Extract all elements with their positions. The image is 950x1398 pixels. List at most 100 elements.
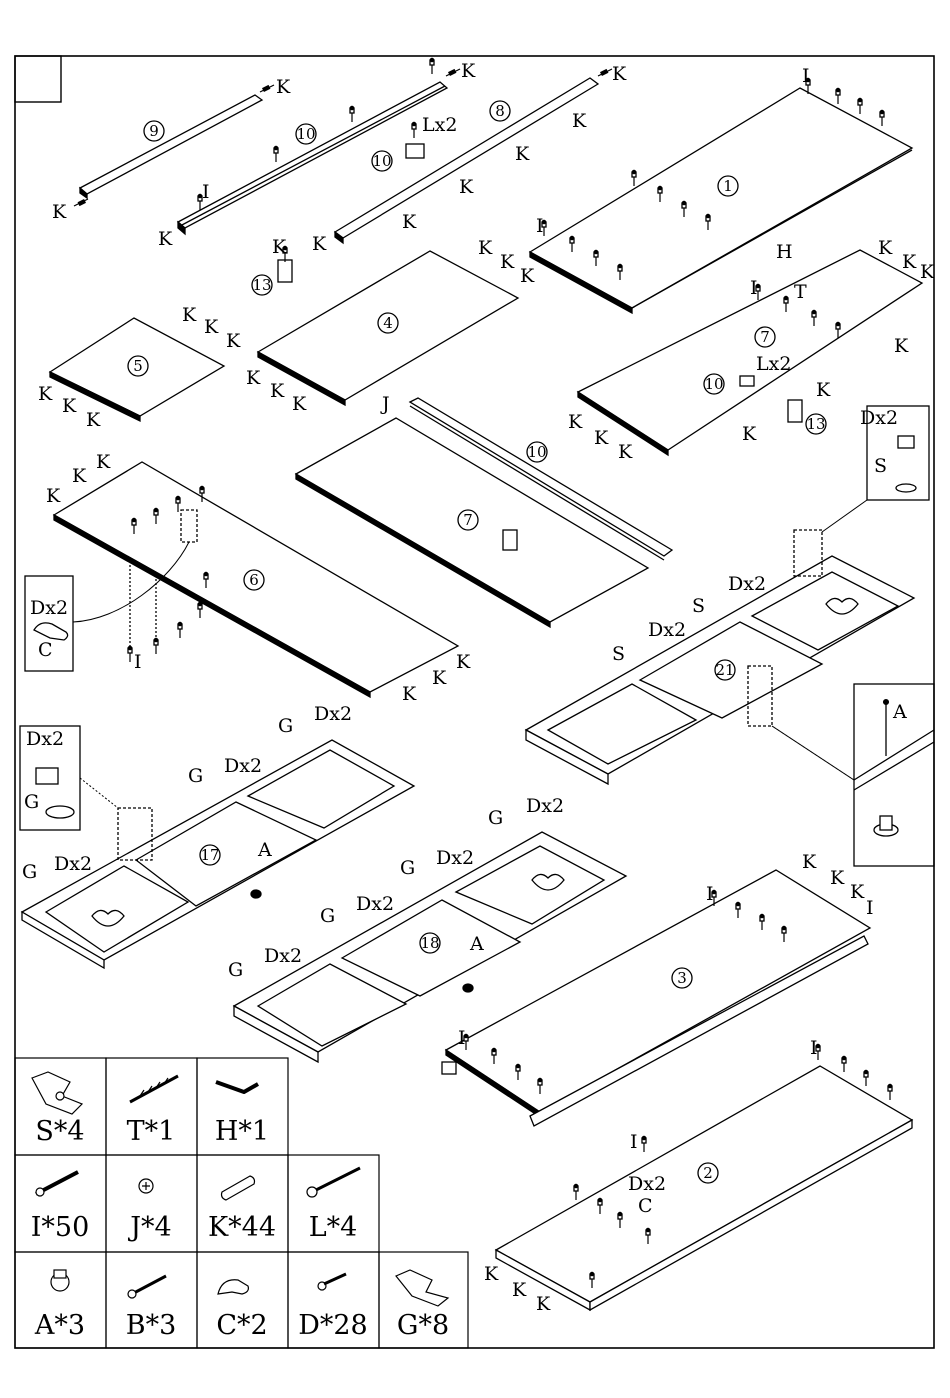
wood-dowel-icon — [220, 1175, 256, 1201]
callout-i: I — [202, 181, 210, 203]
part-number-21: 21 — [715, 661, 734, 679]
part-21-door-frame: 21 S Dx2 S Dx2 — [524, 529, 916, 786]
part-number-3: 3 — [677, 969, 687, 987]
screw-icon — [127, 1274, 167, 1299]
callout-k: K — [512, 1279, 527, 1301]
callout-a: A — [469, 933, 484, 955]
part-10-rail-top: 10 I K K — [158, 57, 476, 250]
callout-dx2: Dx2 — [224, 755, 262, 777]
part-9-rail: 9 K K — [52, 76, 291, 223]
callout-lx2: Lx2 — [422, 114, 457, 136]
callout-k: K — [292, 393, 307, 415]
screw-icon — [129, 1074, 179, 1104]
callout-dx2: Dx2 — [54, 853, 92, 875]
callout-i: I — [134, 651, 142, 673]
cam-lock-icon — [138, 1178, 154, 1194]
callout-k: K — [536, 1293, 551, 1315]
hinge-s-detail-box: Dx2 S — [821, 405, 930, 533]
part-number-7: 7 — [463, 511, 473, 529]
part-1-top-panel: 1 I I — [528, 65, 914, 315]
part-number-13: 13 — [252, 276, 271, 294]
callout-k: K — [226, 330, 241, 352]
hardware-qty-l: L*4 — [309, 1212, 358, 1243]
callout-k: K — [500, 251, 515, 273]
clip-detail-box: Dx2 C — [24, 509, 198, 672]
callout-dx2: Dx2 — [628, 1173, 666, 1195]
callout-k: K — [52, 201, 67, 223]
callout-k: K — [96, 451, 111, 473]
callout-k: K — [72, 465, 87, 487]
callout-h: H — [776, 241, 793, 263]
cam-bolt-icon — [35, 1170, 79, 1197]
hardware-qty-j: J*4 — [127, 1212, 172, 1243]
callout-dx2: Dx2 — [728, 573, 766, 595]
part-8-rail: 8 K K K K K K 10 Lx2 — [312, 63, 627, 255]
foot-a-detail-box: A — [771, 683, 935, 867]
hardware-qty-c: C*2 — [216, 1310, 267, 1341]
step-number-box — [14, 55, 62, 103]
part-number-9: 9 — [149, 122, 159, 140]
callout-k: K — [878, 237, 893, 259]
callout-k: K — [402, 683, 417, 705]
callout-dx2: Dx2 — [264, 945, 302, 967]
callout-dx2: Dx2 — [648, 619, 686, 641]
callout-k: K — [850, 881, 865, 903]
hardware-qty-t: T*1 — [127, 1116, 176, 1147]
callout-k: K — [459, 176, 474, 198]
part-number-6: 6 — [249, 571, 259, 589]
part-number-5: 5 — [133, 357, 143, 375]
callout-k: K — [618, 441, 633, 463]
callout-k: K — [520, 265, 535, 287]
callout-g: G — [400, 857, 415, 879]
hex-key-icon — [215, 1080, 259, 1094]
screw-icon — [306, 1166, 361, 1198]
part-number-2: 2 — [703, 1164, 713, 1182]
part-number-10: 10 — [296, 125, 315, 143]
callout-k: K — [572, 110, 587, 132]
callout-k: K — [802, 851, 817, 873]
callout-t: T — [794, 281, 807, 303]
callout-dx2: Dx2 — [30, 597, 68, 619]
hinge-icon — [31, 1071, 84, 1115]
callout-i: I — [866, 897, 874, 919]
glide-foot-icon — [50, 1269, 70, 1292]
callout-k: K — [478, 237, 493, 259]
callout-k: K — [276, 76, 291, 98]
callout-k: K — [816, 379, 831, 401]
callout-k: K — [432, 667, 447, 689]
part-number-8: 8 — [495, 102, 505, 120]
callout-k: K — [612, 63, 627, 85]
callout-k: K — [484, 1263, 499, 1285]
callout-dx2: Dx2 — [314, 703, 352, 725]
callout-j: J — [380, 393, 390, 415]
callout-i: I — [706, 883, 714, 905]
callout-dx2: Dx2 — [526, 795, 564, 817]
callout-k: K — [461, 60, 476, 82]
callout-c: C — [38, 639, 53, 661]
callout-k: K — [246, 367, 261, 389]
part-2-bottom-panel: 2 I I Dx2 C K K K — [484, 1037, 914, 1315]
part-number-10: 10 — [527, 443, 546, 461]
callout-k: K — [894, 335, 909, 357]
hardware-qty-k: K*44 — [208, 1212, 276, 1243]
callout-i: I — [750, 277, 758, 299]
callout-s: S — [874, 455, 887, 477]
callout-c: C — [638, 1195, 653, 1217]
callout-i: I — [458, 1027, 466, 1049]
callout-dx2: Dx2 — [356, 893, 394, 915]
clip-icon — [217, 1279, 249, 1295]
callout-dx2: Dx2 — [436, 847, 474, 869]
part-7-upper-panel: 7 H T I K K K K K K K K K 10 Lx2 13 — [568, 237, 935, 463]
callout-g: G — [24, 791, 39, 813]
part-17-door-frame: 17 A G Dx2 G Dx2 G Dx2 — [20, 703, 416, 970]
part-number-1: 1 — [723, 177, 733, 195]
part-number-17: 17 — [200, 846, 219, 864]
hinge-icon — [395, 1269, 450, 1307]
callout-dx2: Dx2 — [26, 728, 64, 750]
callout-g: G — [188, 765, 203, 787]
callout-i: I — [802, 65, 810, 87]
part-number-7: 7 — [760, 328, 770, 346]
callout-k: K — [38, 383, 53, 405]
callout-k: K — [902, 251, 917, 273]
